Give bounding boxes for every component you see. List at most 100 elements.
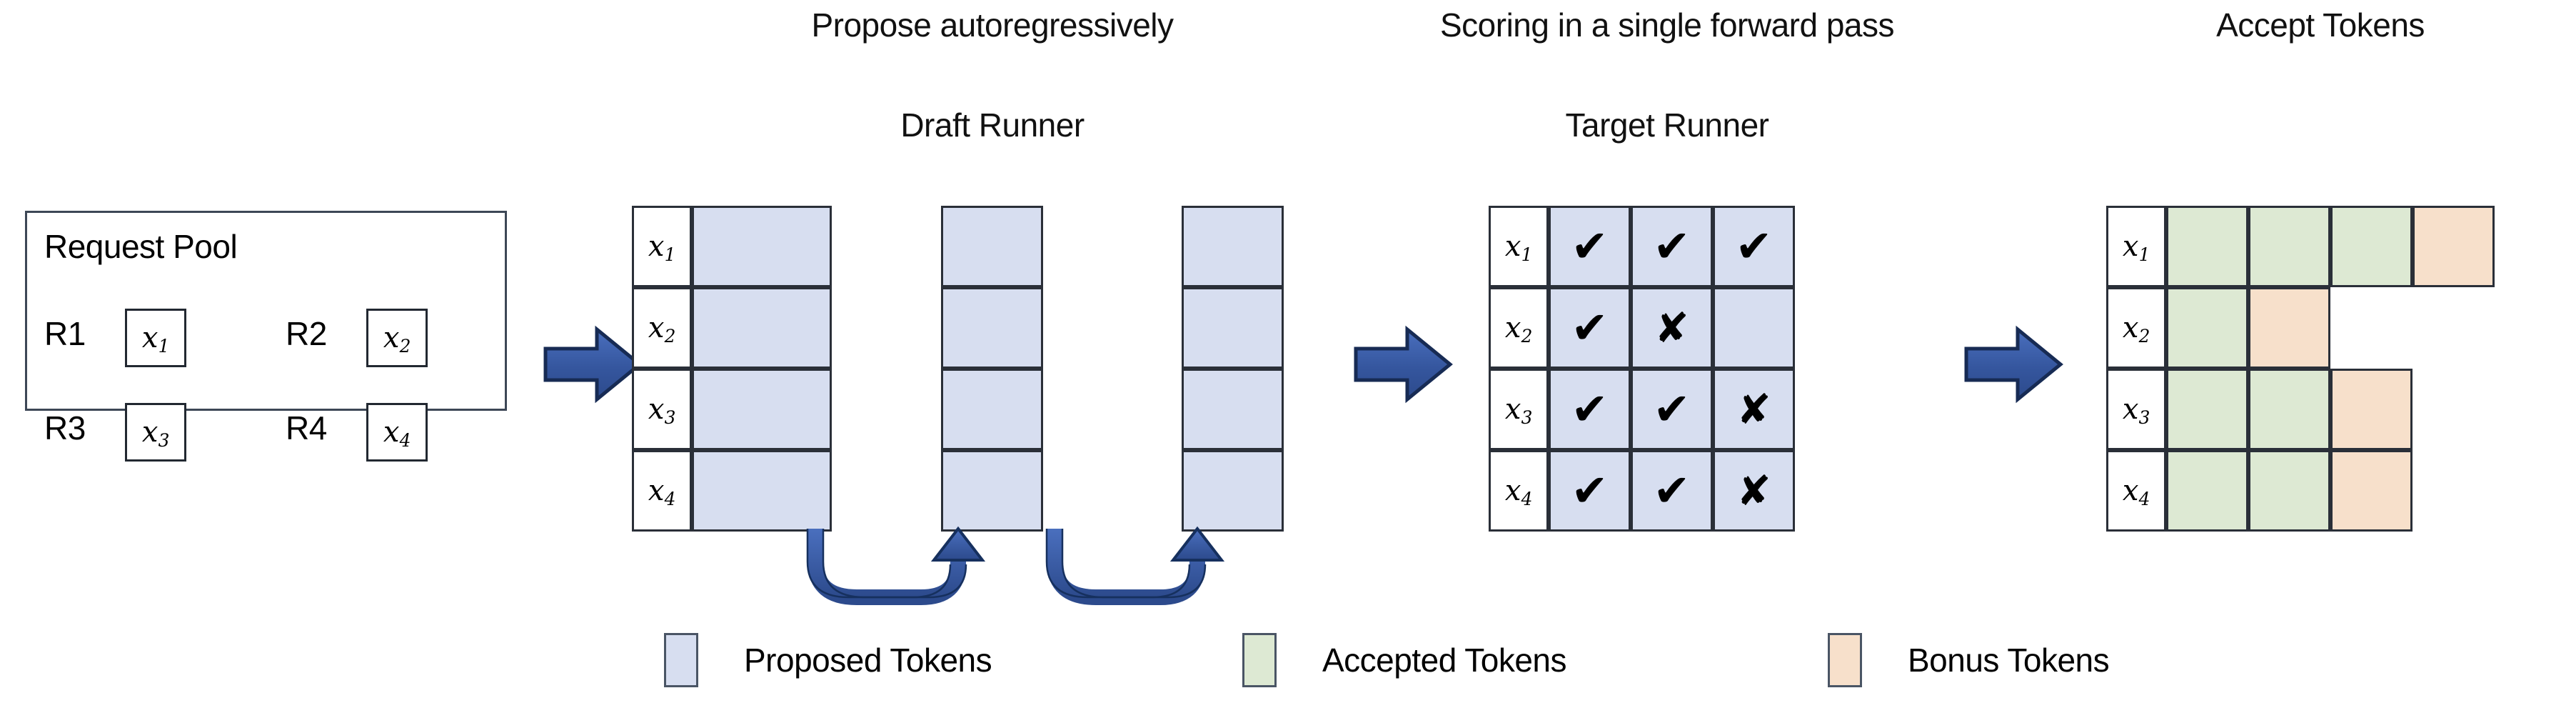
token-x2: x2 [648, 311, 676, 347]
target-row-label-1: x1 [1489, 206, 1549, 287]
target-cell-r4-c3: ✘ [1713, 450, 1795, 532]
accept-row-label-2: x2 [2106, 287, 2166, 369]
accept-cell-r2-c2 [2248, 287, 2330, 369]
token-x2: x2 [383, 321, 411, 357]
accept-cell-r2-c1 [2166, 287, 2248, 369]
token-x4: x4 [2122, 474, 2150, 510]
heading-draft-runner: Draft Runner [900, 106, 1085, 144]
request-token-r3: x3 [125, 403, 186, 462]
draft-cell-s3-r1 [1182, 206, 1284, 287]
legend-swatch-bonus [1828, 633, 1862, 687]
legend-item-accepted: Accepted Tokens [1242, 633, 1567, 687]
request-token-r4: x4 [366, 403, 428, 462]
legend-item-bonus: Bonus Tokens [1828, 633, 2110, 687]
check-icon: ✔ [1653, 220, 1691, 272]
draft-loop-arrow-2 [1045, 526, 1225, 605]
request-pool-title: Request Pool [44, 228, 238, 265]
target-row-label-4: x4 [1489, 450, 1549, 532]
draft-cell-s1-r2 [692, 287, 832, 369]
target-cell-r3-c1: ✔ [1549, 369, 1631, 450]
target-cell-r1-c2: ✔ [1631, 206, 1713, 287]
draft-row-label-4: x4 [632, 450, 692, 532]
token-x4: x4 [648, 474, 676, 510]
accept-cell-r4-c2 [2248, 450, 2330, 532]
accept-cell-r1-c3 [2330, 206, 2413, 287]
accept-cell-r1-c4 [2413, 206, 2495, 287]
request-label-r4: R4 [286, 409, 327, 447]
token-x2: x2 [1504, 311, 1533, 347]
draft-cell-s1-r4 [692, 450, 832, 532]
token-x1: x1 [648, 230, 676, 266]
target-cell-r3-c2: ✔ [1631, 369, 1713, 450]
request-token-r2: x2 [366, 309, 428, 367]
draft-loop-arrow-1 [806, 526, 986, 605]
target-cell-r2-c1: ✔ [1549, 287, 1631, 369]
legend-swatch-proposed [664, 633, 698, 687]
draft-row-label-3: x3 [632, 369, 692, 450]
check-icon: ✔ [1571, 383, 1609, 435]
draft-cell-s2-r3 [941, 369, 1043, 450]
target-row-label-3: x3 [1489, 369, 1549, 450]
token-x1: x1 [141, 321, 170, 357]
target-row-label-2: x2 [1489, 287, 1549, 369]
accept-cell-r4-c3 [2330, 450, 2413, 532]
cross-icon: ✘ [1654, 304, 1689, 352]
token-x4: x4 [1504, 474, 1533, 510]
draft-row-label-2: x2 [632, 287, 692, 369]
heading-scoring-single-forward-pass: Scoring in a single forward pass [1440, 6, 1895, 44]
check-icon: ✔ [1571, 464, 1609, 517]
legend-item-proposed: Proposed Tokens [664, 633, 992, 687]
flow-arrow-3 [1964, 325, 2063, 404]
heading-accept-tokens: Accept Tokens [2216, 6, 2425, 44]
token-x3: x3 [2122, 393, 2150, 429]
check-icon: ✔ [1571, 220, 1609, 272]
accept-row-label-1: x1 [2106, 206, 2166, 287]
token-x2: x2 [2122, 311, 2150, 347]
draft-cell-s3-r4 [1182, 450, 1284, 532]
request-label-r3: R3 [44, 409, 86, 447]
draft-cell-s2-r1 [941, 206, 1043, 287]
cross-icon: ✘ [1736, 467, 1771, 515]
draft-cell-s3-r3 [1182, 369, 1284, 450]
legend: Proposed Tokens Accepted Tokens Bonus To… [0, 620, 2576, 703]
accept-cell-r3-c3 [2330, 369, 2413, 450]
accept-cell-r1-c1 [2166, 206, 2248, 287]
accept-cell-r1-c2 [2248, 206, 2330, 287]
legend-swatch-accepted [1242, 633, 1277, 687]
check-icon: ✔ [1653, 464, 1691, 517]
request-label-r2: R2 [286, 315, 327, 352]
draft-cell-s1-r3 [692, 369, 832, 450]
draft-cell-s1-r1 [692, 206, 832, 287]
accept-cell-r4-c1 [2166, 450, 2248, 532]
request-label-r1: R1 [44, 315, 86, 352]
legend-label-accepted: Accepted Tokens [1322, 642, 1567, 679]
draft-cell-s2-r4 [941, 450, 1043, 532]
token-x3: x3 [1504, 393, 1533, 429]
target-cell-r2-c2: ✘ [1631, 287, 1713, 369]
target-cell-r2-c3 [1713, 287, 1795, 369]
legend-label-proposed: Proposed Tokens [744, 642, 992, 679]
target-cell-r1-c3: ✔ [1713, 206, 1795, 287]
accept-row-label-4: x4 [2106, 450, 2166, 532]
draft-cell-s3-r2 [1182, 287, 1284, 369]
token-x3: x3 [141, 416, 170, 452]
accept-row-label-3: x3 [2106, 369, 2166, 450]
check-icon: ✔ [1735, 220, 1773, 272]
accept-cell-r3-c2 [2248, 369, 2330, 450]
check-icon: ✔ [1653, 383, 1691, 435]
accept-cell-r3-c1 [2166, 369, 2248, 450]
heading-propose-autoregressively: Propose autoregressively [811, 6, 1174, 44]
token-x3: x3 [648, 393, 676, 429]
token-x1: x1 [2122, 230, 2150, 266]
target-cell-r1-c1: ✔ [1549, 206, 1631, 287]
check-icon: ✔ [1571, 301, 1609, 354]
draft-row-label-1: x1 [632, 206, 692, 287]
request-token-r1: x1 [125, 309, 186, 367]
heading-target-runner: Target Runner [1565, 106, 1770, 144]
target-cell-r4-c2: ✔ [1631, 450, 1713, 532]
legend-label-bonus: Bonus Tokens [1908, 642, 2110, 679]
cross-icon: ✘ [1736, 385, 1771, 434]
target-cell-r4-c1: ✔ [1549, 450, 1631, 532]
target-cell-r3-c3: ✘ [1713, 369, 1795, 450]
